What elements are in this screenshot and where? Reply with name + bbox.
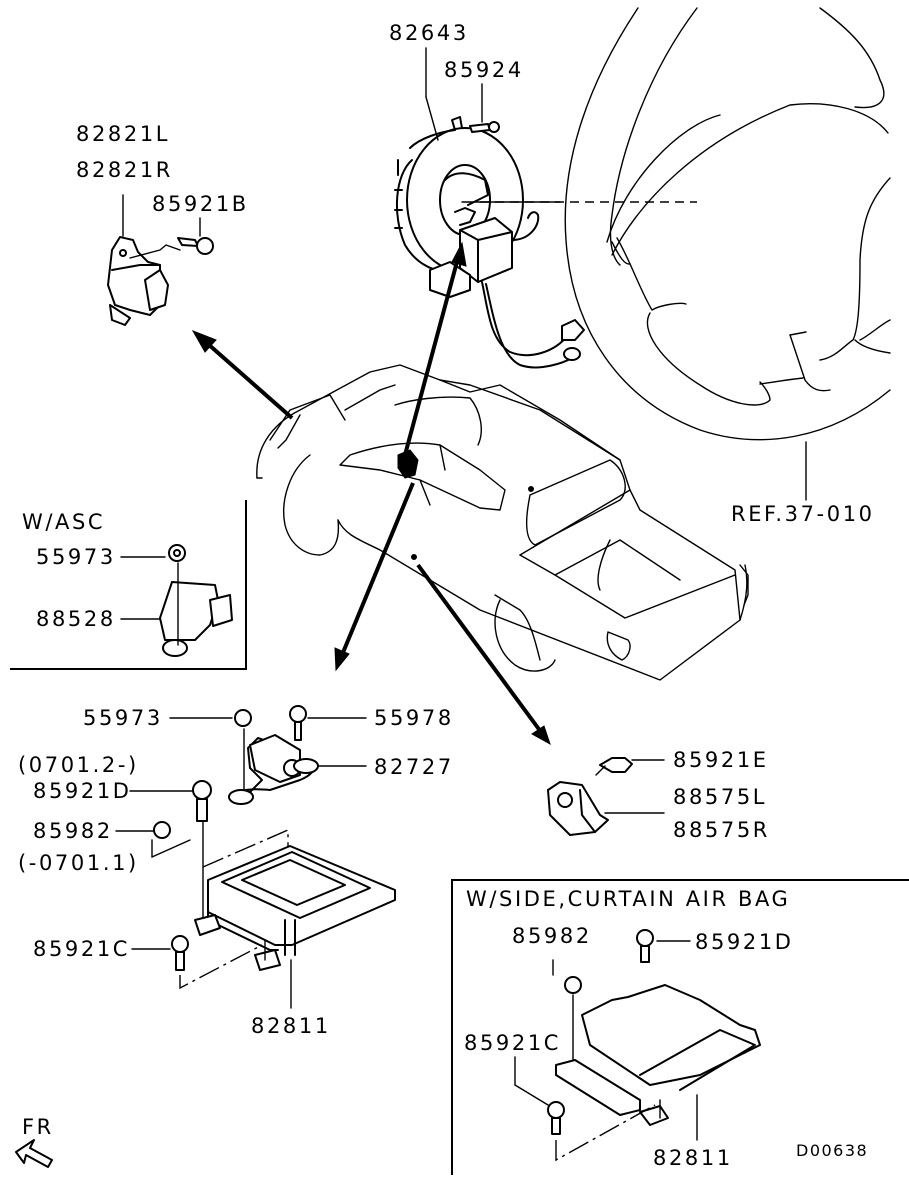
side-curtain-box-frame [451,879,909,1175]
callout-85982-box[interactable]: 85982 [512,924,592,948]
callout-82643[interactable]: 82643 [389,21,469,45]
sru-drawing [151,780,396,990]
callout-85921d[interactable]: 85921D [33,779,132,803]
callout-85921d-box[interactable]: 85921D [695,930,794,954]
steering-wheel-outline [564,7,891,501]
callout-82821r[interactable]: 82821R [76,158,173,182]
asc-box-frame [10,500,247,670]
callout-85921c[interactable]: 85921C [33,937,131,961]
callout-82727[interactable]: 82727 [374,755,454,779]
front-sensor-drawing [107,236,214,326]
locator-arrows [191,241,551,746]
callout-85921e[interactable]: 85921E [673,748,769,772]
g-sensor-drawing [228,705,319,805]
callout-85924[interactable]: 85924 [444,58,524,82]
date-range-from: (0701.2-) [18,753,139,777]
direction-label: FR [22,1115,54,1139]
callout-55973-asc[interactable]: 55973 [36,545,116,569]
callout-88575r[interactable]: 88575R [673,818,770,842]
callout-85921c-box[interactable]: 85921C [464,1031,562,1055]
callout-82821l[interactable]: 82821L [76,122,171,146]
asc-sensor-drawing [159,544,233,657]
callout-82811[interactable]: 82811 [251,1014,331,1038]
date-range-to: (-0701.1) [18,851,139,875]
side-curtain-box-title: W/SIDE,CURTAIN AIR BAG [466,887,791,911]
drawing-id: D00638 [796,1141,869,1160]
asc-box-title: W/ASC [22,510,106,534]
callout-55973[interactable]: 55973 [83,706,163,730]
box-sru-drawing [547,929,761,1162]
reference-label[interactable]: REF.37-010 [731,502,875,526]
callout-88528[interactable]: 88528 [36,607,116,631]
side-sensor-drawing [547,757,633,836]
clock-spring-drawing [394,116,585,369]
callout-85921b[interactable]: 85921B [152,192,249,216]
callout-82811-box[interactable]: 82811 [653,1146,733,1170]
callout-88575l[interactable]: 88575L [673,785,768,809]
callout-55978[interactable]: 55978 [374,706,454,730]
vehicle-outline [256,364,749,681]
callout-85982[interactable]: 85982 [33,819,113,843]
fr-arrow-icon [15,1139,53,1168]
